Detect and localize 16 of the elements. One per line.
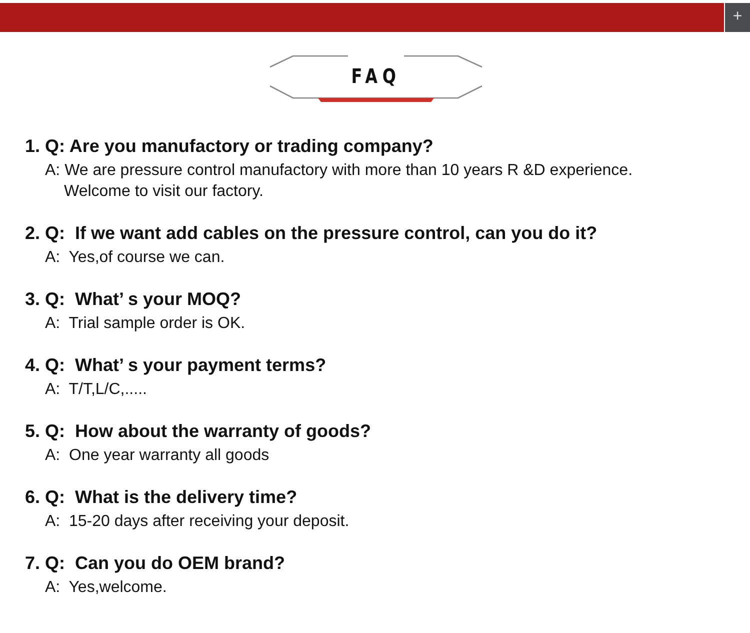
faq-question: 5. Q: How about the warranty of goods?: [25, 421, 372, 442]
expand-button: +: [725, 3, 750, 32]
faq-answer: A: 15-20 days after receiving your deposit.: [45, 512, 350, 532]
faq-answer: A: Yes,welcome.: [45, 578, 168, 598]
faq-question: 1. Q: Are you manufactory or trading company?: [25, 136, 434, 157]
faq-answer: A: Yes,of course we can.: [45, 248, 226, 268]
faq-question: 3. Q: What’ s your MOQ?: [25, 289, 242, 310]
faq-question: 6. Q: What is the delivery time?: [25, 487, 298, 508]
faq-answer: A: Trial sample order is OK.: [45, 314, 246, 334]
faq-answer: A: T/T,L/C,.....: [45, 380, 148, 400]
faq-answer: A: We are pressure control manufactory with more than 10 years R &D experience. Welcome to visit our factory.: [45, 161, 634, 202]
faq-answer: A: One year warranty all goods: [45, 446, 270, 466]
faq-heading: FAQ: [350, 64, 402, 88]
faq-question: 2. Q: If we want add cables on the pressure control, can you do it?: [25, 223, 598, 244]
faq-question: 4. Q: What’ s your payment terms?: [25, 355, 326, 376]
faq-question: 7. Q: Can you do OEM brand?: [25, 553, 286, 574]
